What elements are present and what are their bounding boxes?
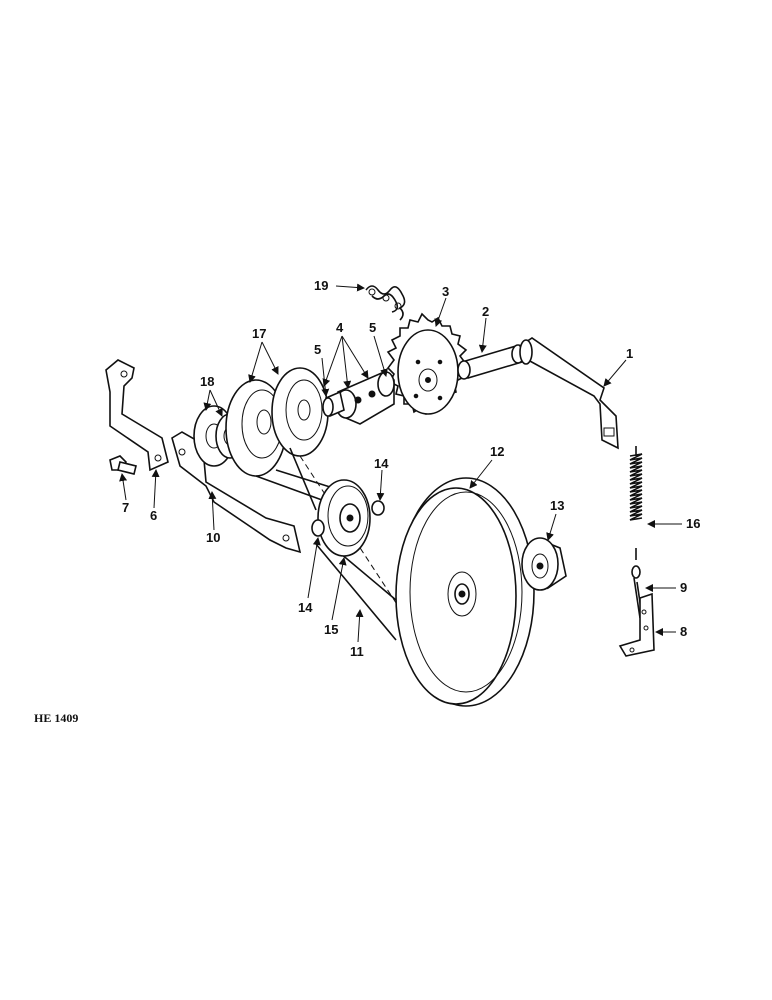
leader-lines — [119, 283, 682, 643]
callout-4: 4 — [336, 320, 344, 335]
callout-8: 8 — [680, 624, 687, 639]
callout-14-bottom: 14 — [298, 600, 313, 615]
sprocket-part — [386, 312, 468, 416]
pulley-halves-part — [225, 367, 329, 477]
callout-13: 13 — [550, 498, 564, 513]
shaft-part — [457, 344, 525, 380]
callout-11: 11 — [350, 644, 364, 659]
bolt-part — [109, 455, 137, 475]
idler-pulley-part — [317, 479, 371, 557]
callout-3: 3 — [442, 284, 449, 299]
bearing-assembly-part — [322, 371, 395, 425]
spring-part — [629, 446, 643, 560]
callout-1: 1 — [626, 346, 633, 361]
bracket-arm-part — [518, 337, 619, 450]
callout-16: 16 — [686, 516, 700, 531]
callout-17: 17 — [252, 326, 266, 341]
callout-2: 2 — [482, 304, 489, 319]
callout-10: 10 — [206, 530, 220, 545]
callout-12: 12 — [490, 444, 504, 459]
callout-15: 15 — [324, 622, 338, 637]
spacer-right-part — [371, 500, 385, 516]
callout-9: 9 — [680, 580, 687, 595]
spacer-left-part — [311, 519, 325, 537]
hub-part — [521, 537, 567, 591]
angle-bracket-part — [618, 592, 655, 657]
callout-labels: 19 3 2 4 5 5 17 18 1 12 14 13 7 6 10 16 … — [122, 278, 700, 659]
callout-6: 6 — [150, 508, 157, 523]
callout-14-top: 14 — [374, 456, 389, 471]
diagram-code: HE 1409 — [34, 711, 78, 725]
callout-5-right: 5 — [369, 320, 376, 335]
callout-19: 19 — [314, 278, 328, 293]
left-bracket-part — [105, 359, 169, 472]
callout-5-left: 5 — [314, 342, 321, 357]
callout-7: 7 — [122, 500, 129, 515]
large-pulley-part — [395, 477, 535, 707]
chain-part — [365, 285, 406, 321]
callout-18: 18 — [200, 374, 214, 389]
